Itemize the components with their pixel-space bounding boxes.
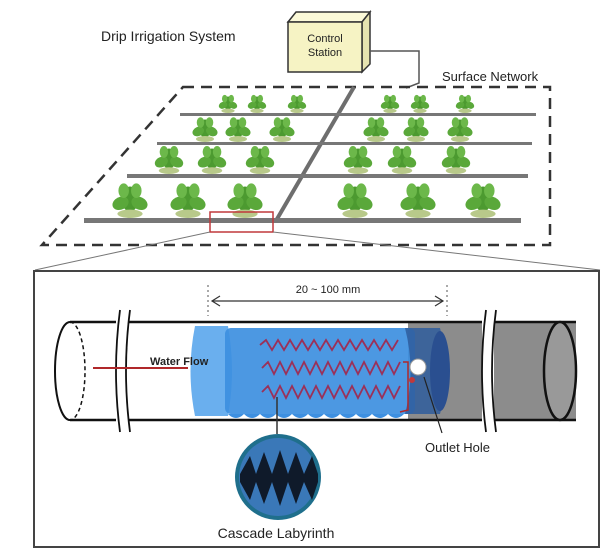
dimension-marker: 20 ~ 100 mm (207, 284, 448, 316)
plant (363, 117, 389, 142)
plant (380, 94, 400, 113)
lateral-pipe-row-2 (157, 142, 532, 145)
plant (247, 94, 267, 113)
control-station: Control Station (286, 9, 372, 74)
plant (337, 183, 373, 218)
labyrinth-path-3 (261, 383, 401, 401)
surface-network-label: Surface Network (442, 69, 539, 84)
plant (225, 117, 251, 142)
plant (447, 117, 473, 142)
detail-highlight-box (209, 211, 274, 233)
lateral-pipe-row-3 (127, 174, 528, 178)
cascade-labyrinth-label: Cascade Labyrinth (218, 525, 335, 541)
plant (154, 145, 184, 174)
lateral-pipe-row-1 (180, 113, 536, 116)
outlet-hole-label: Outlet Hole (425, 440, 490, 455)
plant (465, 183, 501, 218)
water-flow-label: Water Flow (150, 356, 209, 368)
plant (245, 145, 275, 174)
station-cable (370, 50, 420, 89)
plants (112, 94, 501, 218)
zoom-line-left (34, 231, 211, 271)
lateral-pipe-row-4 (84, 218, 521, 223)
plant (400, 183, 436, 218)
plant (192, 117, 218, 142)
plant (287, 94, 307, 113)
plant (197, 145, 227, 174)
lateral-pipes (84, 113, 536, 223)
plant (170, 183, 206, 218)
plant (403, 117, 429, 142)
outlet-hole (409, 358, 427, 376)
labyrinth-path-2 (261, 359, 401, 377)
plant (112, 183, 148, 218)
plant (269, 117, 295, 142)
plant (441, 145, 471, 174)
diagram-title: Drip Irrigation System (101, 28, 236, 44)
plant (410, 94, 430, 113)
field-boundary (39, 85, 552, 247)
plant (218, 94, 238, 113)
plant (343, 145, 373, 174)
control-station-line2: Station (308, 47, 342, 59)
plant (227, 183, 263, 218)
plant (387, 145, 417, 174)
main-supply-pipe (275, 85, 356, 221)
outlet-hole-pointer (423, 376, 443, 434)
emitter (190, 326, 450, 418)
cascade-labyrinth-magnifier (235, 434, 321, 520)
labyrinth-path-1 (259, 338, 399, 352)
zoom-line-right (272, 231, 601, 271)
control-station-line1: Control (307, 33, 342, 45)
dimension-label: 20 ~ 100 mm (296, 284, 361, 296)
plant (455, 94, 475, 113)
